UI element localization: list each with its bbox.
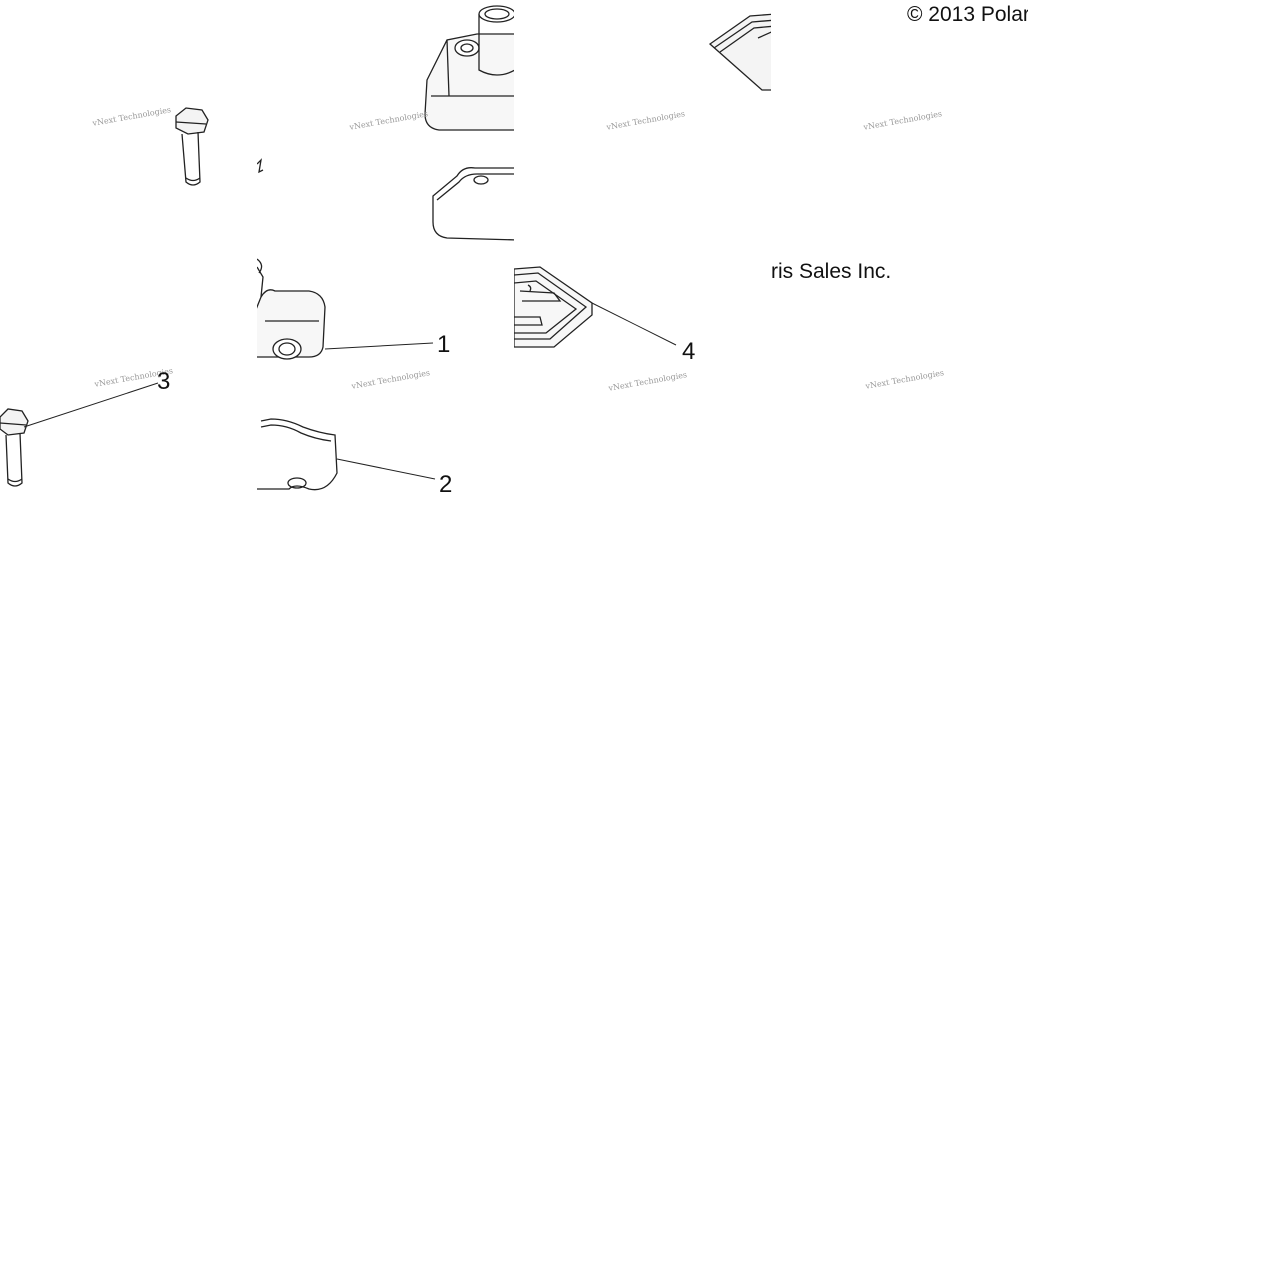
tile-reed-bottom: vNext Technologies 4	[514, 257, 771, 514]
callout-1: 1	[437, 331, 451, 358]
tile-copyright-bottom: ris Sales Inc. vNext Technologies	[771, 257, 1028, 514]
callout-4: 4	[682, 338, 696, 365]
cover-and-gasket-drawing	[257, 5, 514, 241]
tile-copyright-top: © 2013 Polar vNext Technologies	[771, 0, 1028, 257]
cover-and-gasket-drawing	[257, 258, 436, 491]
tile-cover-bottom: vNext Technologies 1 2	[257, 257, 514, 514]
copyright-text-part-1: © 2013 Polar	[907, 3, 1028, 26]
tile-reed-top: vNext Technologies	[514, 0, 771, 257]
tile-bolt-bottom: vNext Technologies 3	[0, 257, 257, 514]
tile-bolt-top: vNext Technologies	[0, 0, 257, 257]
leader-line-2	[336, 458, 436, 480]
watermark-text: vNext Technologies	[864, 368, 945, 391]
copyright-text-part-2: ris Sales Inc.	[771, 260, 892, 283]
callout-3: 3	[157, 368, 171, 395]
leader-line-1	[324, 342, 434, 350]
tile-cover-top: vNext Technologies	[257, 0, 514, 257]
leader-line-4	[591, 302, 677, 346]
reed-block-drawing	[514, 266, 677, 348]
watermark-text: vNext Technologies	[862, 109, 943, 132]
bolt-drawing	[0, 382, 159, 487]
callout-2: 2	[439, 471, 453, 498]
leader-line-3	[23, 382, 159, 428]
reed-block-drawing	[708, 13, 771, 91]
bolt-drawing	[175, 107, 209, 186]
